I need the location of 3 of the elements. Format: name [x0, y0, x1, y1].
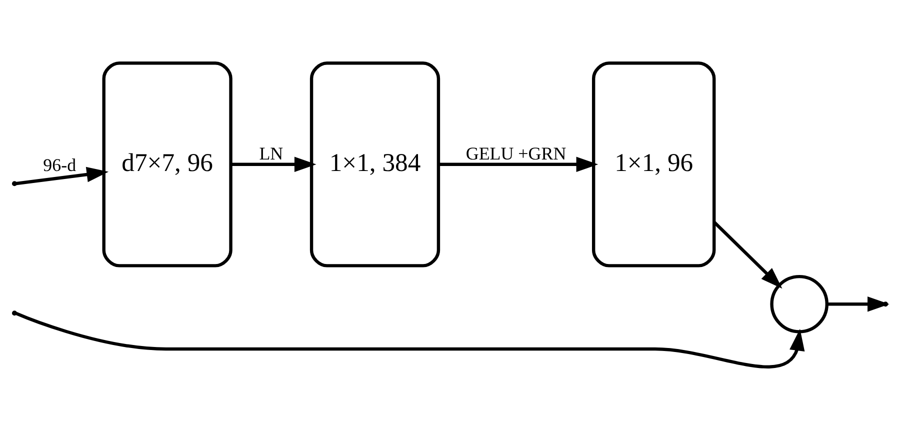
edge-label: 96-d	[43, 154, 76, 175]
edge-label: GELU +GRN	[466, 143, 566, 164]
edge-label: LN	[259, 143, 284, 164]
